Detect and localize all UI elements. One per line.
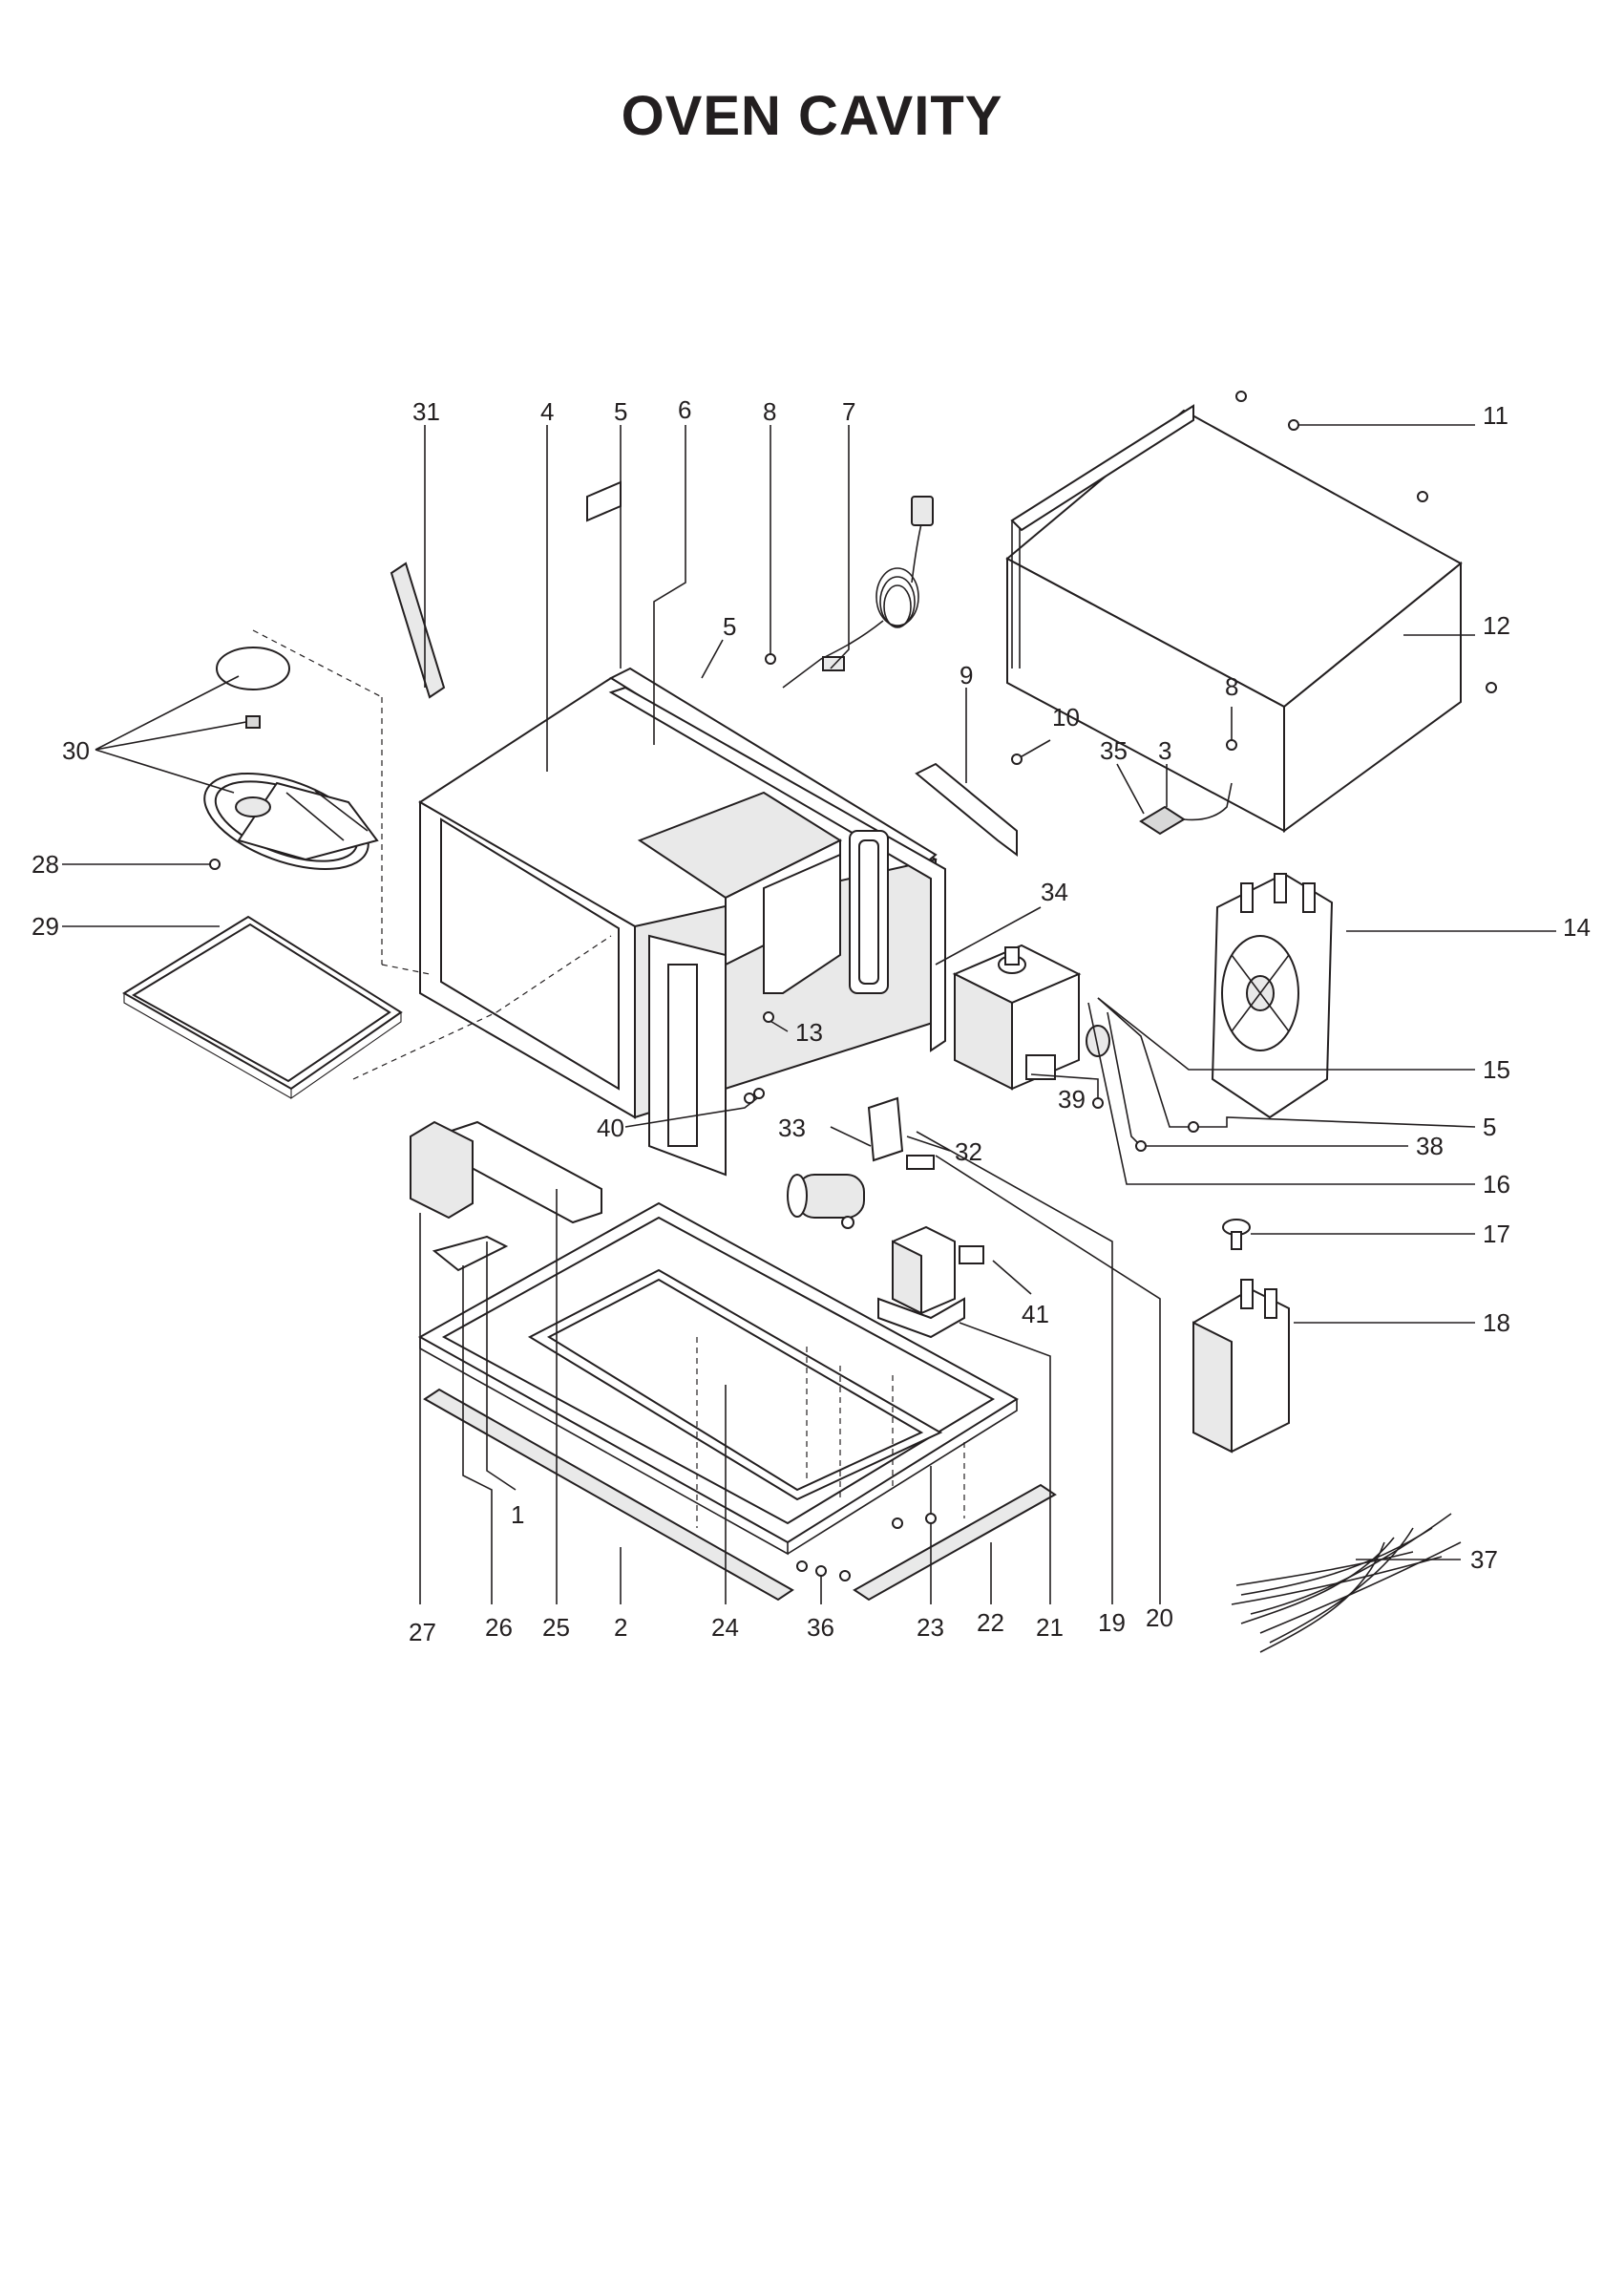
outer-cabinet-drawing bbox=[1005, 404, 1463, 833]
part-label-12: 12 bbox=[1483, 611, 1510, 640]
part-label-8: 8 bbox=[763, 397, 776, 426]
part-label-3: 3 bbox=[1158, 736, 1171, 765]
base-frame-drawing bbox=[410, 1120, 1019, 1556]
oven-cavity-drawing bbox=[418, 480, 946, 1177]
part-label-9: 9 bbox=[960, 661, 973, 690]
part-label-6: 6 bbox=[678, 395, 691, 424]
part-label-38: 38 bbox=[1416, 1132, 1444, 1160]
part-label-11: 11 bbox=[1483, 401, 1508, 430]
part-label-25: 25 bbox=[542, 1613, 570, 1642]
part-label-40: 40 bbox=[597, 1114, 624, 1142]
part-label-21: 21 bbox=[1036, 1613, 1064, 1642]
part-label-27: 27 bbox=[409, 1618, 436, 1646]
part-label-22: 22 bbox=[977, 1608, 1004, 1637]
part-number-labels: 31 4 5 6 8 7 11 5 12 9 8 10 30 35 3 28 3… bbox=[32, 395, 1591, 1646]
turntable-drawing bbox=[203, 647, 379, 871]
part-label-1: 1 bbox=[511, 1500, 524, 1529]
part-label-36: 36 bbox=[807, 1613, 834, 1642]
power-cord-drawing bbox=[782, 496, 934, 689]
transformer-drawing bbox=[877, 1225, 984, 1339]
part-label-7: 7 bbox=[842, 397, 855, 426]
part-label-29: 29 bbox=[32, 912, 59, 941]
part-label-30: 30 bbox=[62, 736, 90, 765]
leader-lines bbox=[62, 424, 1556, 1604]
control-box-drawing bbox=[1192, 1219, 1290, 1454]
part-label-35: 35 bbox=[1100, 736, 1128, 765]
part-label-15: 15 bbox=[1483, 1055, 1510, 1084]
part-label-33: 33 bbox=[778, 1114, 806, 1142]
vent-plate-drawing bbox=[915, 762, 1018, 857]
part-label-17: 17 bbox=[1483, 1220, 1510, 1248]
part-label-14: 14 bbox=[1563, 913, 1591, 942]
part-label-20: 20 bbox=[1146, 1603, 1173, 1632]
part-label-23: 23 bbox=[917, 1613, 944, 1642]
part-label-16: 16 bbox=[1483, 1170, 1510, 1199]
part-label-5-right: 5 bbox=[1483, 1113, 1496, 1141]
base-plate-drawing bbox=[122, 915, 403, 1100]
magnetron-drawing bbox=[952, 944, 1110, 1091]
part-label-37: 37 bbox=[1470, 1545, 1498, 1574]
part-label-18: 18 bbox=[1483, 1308, 1510, 1337]
part-label-39: 39 bbox=[1058, 1085, 1086, 1114]
part-label-4: 4 bbox=[540, 397, 554, 426]
wire-harness-drawing bbox=[1231, 1513, 1462, 1653]
part-label-34: 34 bbox=[1041, 878, 1068, 906]
part-label-24: 24 bbox=[711, 1613, 739, 1642]
screws bbox=[209, 391, 1497, 1581]
part-label-2: 2 bbox=[614, 1613, 627, 1642]
part-label-41: 41 bbox=[1022, 1300, 1049, 1328]
page-title: OVEN CAVITY bbox=[621, 85, 1003, 147]
part-label-5-upper: 5 bbox=[723, 612, 736, 641]
fan-housing-drawing bbox=[1211, 872, 1334, 1119]
part-label-26: 26 bbox=[485, 1613, 513, 1642]
capacitor-drawing bbox=[787, 1096, 935, 1229]
seal-strip-drawing bbox=[390, 562, 446, 699]
part-label-19: 19 bbox=[1098, 1608, 1126, 1637]
part-label-28: 28 bbox=[32, 850, 59, 879]
part-label-13: 13 bbox=[795, 1018, 823, 1047]
thermal-cutout-drawing bbox=[1139, 782, 1233, 836]
part-label-8-right: 8 bbox=[1225, 672, 1238, 701]
part-label-10: 10 bbox=[1052, 703, 1080, 732]
part-label-31: 31 bbox=[412, 397, 440, 426]
part-label-5: 5 bbox=[614, 397, 627, 426]
part-label-32: 32 bbox=[955, 1137, 982, 1166]
foot-strips-drawing bbox=[423, 1388, 1057, 1602]
